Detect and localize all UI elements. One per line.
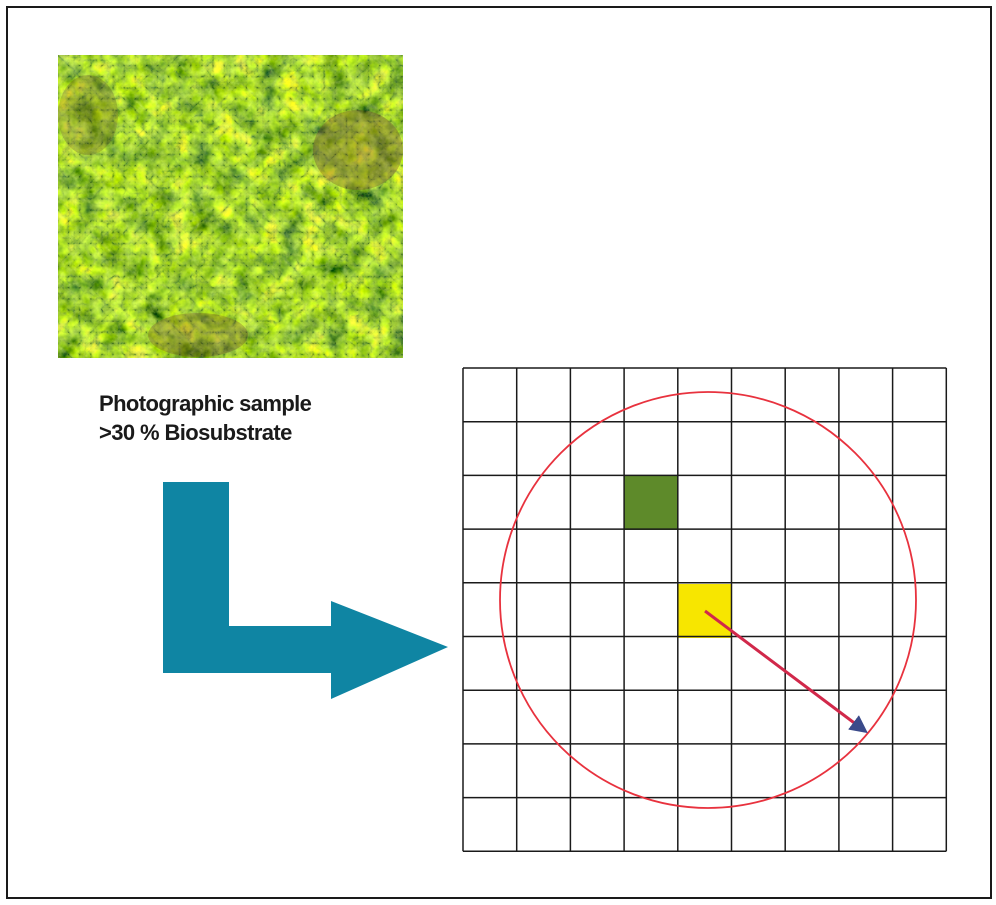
caption-line-2: >30 % Biosubstrate [99,420,292,445]
radius-arrow [704,609,868,734]
grid-lines [462,367,948,853]
sampling-grid [462,367,948,853]
photo-caption: Photographic sample >30 % Biosubstrate [99,389,312,447]
flow-arrow-shape [163,482,448,699]
sampling-circle [499,391,917,809]
algae-photo [58,55,403,358]
green-cell [624,476,678,530]
caption-line-1: Photographic sample [99,391,312,416]
flow-arrow-icon [163,482,448,699]
